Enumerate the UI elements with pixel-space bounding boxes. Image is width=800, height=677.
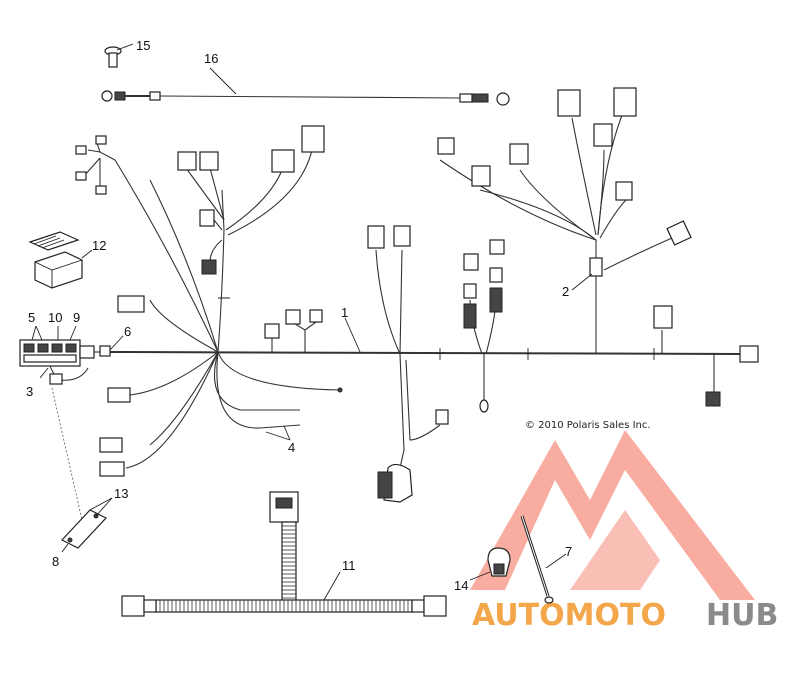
watermark-text-part1: AUTOMOTO [472,598,666,633]
callout-2: 2 [562,284,569,299]
callout-6: 6 [124,324,131,339]
part-fuse-box [19,325,124,385]
callout-15: 15 [136,38,150,53]
watermark-logo [470,430,755,600]
part-16-battery-cable [101,67,510,106]
copyright-notice: © 2010 Polaris Sales Inc. [525,420,651,431]
part-7-tie-strap [520,515,567,604]
part-1-main-harness [75,87,759,503]
callout-5: 5 [28,310,35,325]
callout-3: 3 [26,384,33,399]
part-14-clamp [469,547,511,581]
watermark-text-part2: HUB [706,598,778,633]
callout-13: 13 [114,486,128,501]
callout-16: 16 [204,51,218,66]
callout-14: 14 [454,578,468,593]
part-12-label-box [28,231,93,289]
callout-12: 12 [92,238,106,253]
callout-10: 10 [48,310,62,325]
part-8-bracket [61,497,113,553]
callout-9: 9 [73,310,80,325]
callout-8: 8 [52,554,59,569]
conduit-ribs [159,525,409,612]
callout-11: 11 [342,558,356,573]
callout-4: 4 [288,440,295,455]
callout-7: 7 [565,544,572,559]
part-15-bolt [104,43,134,68]
callout-1: 1 [341,305,348,320]
